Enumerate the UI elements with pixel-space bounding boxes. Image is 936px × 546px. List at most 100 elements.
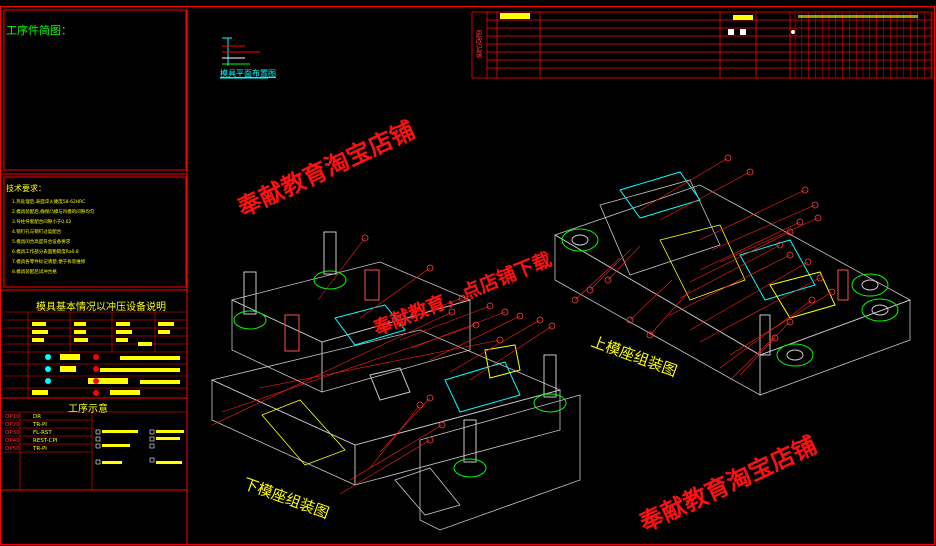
equipment-table-title: 模具基本情况以冲压设备说明 (36, 302, 166, 313)
callout-leader (739, 337, 776, 376)
callout-balloon (571, 296, 579, 304)
callout-leader (719, 217, 819, 263)
op-name: FL-RST (33, 430, 52, 436)
callout-leader (429, 315, 521, 361)
callout-balloon (496, 336, 504, 344)
callout-balloon (746, 168, 754, 176)
callout-balloon (604, 276, 612, 284)
callout-leader (379, 297, 463, 331)
lower-insert-1 (334, 304, 406, 346)
upper-punch-1 (619, 171, 701, 219)
callout-balloon (472, 321, 480, 329)
process-checkboxes (95, 429, 184, 465)
tech-line: 7.模具各零件标记清楚,便于拆装维修 (12, 260, 86, 265)
callout-balloon (724, 154, 732, 162)
key-plan-label: 模具平面布置图 (220, 69, 276, 78)
tech-line: 6.模具工作部分表面粗糙度Ra0.8 (12, 250, 79, 255)
lower-die-base-left (211, 379, 356, 486)
callout-leader (659, 171, 751, 221)
upper-guide-bushing (851, 273, 889, 297)
callout-leader (411, 311, 506, 349)
guide-pillar (243, 271, 257, 315)
callout-balloon (808, 296, 816, 304)
callout-balloon (416, 401, 424, 409)
callout-leader (679, 244, 781, 299)
callout-leader (574, 257, 621, 301)
op-name: REST-CPI (33, 438, 58, 444)
callout-balloon (501, 308, 509, 316)
title-block (471, 11, 933, 79)
op-row: OP40 REST-CPI (5, 437, 57, 445)
upper-punch-4 (769, 271, 836, 319)
callout-balloon (426, 436, 434, 444)
process-table (4, 411, 186, 490)
guide-bushing (453, 458, 487, 478)
op-name: DR (33, 414, 42, 420)
title-block-side-label: 更改记录 (475, 30, 483, 58)
callout-leader (369, 404, 421, 469)
upper-spring (837, 269, 849, 301)
lower-insert-4 (484, 344, 521, 379)
callout-leader (379, 397, 431, 453)
equipment-table (4, 311, 186, 398)
sketch-title: 工序件简图： (6, 24, 72, 37)
callout-balloon (646, 331, 654, 339)
callout-balloon (626, 316, 634, 324)
scrap-chute-2 (394, 467, 461, 516)
lower-die-base-front (354, 389, 561, 486)
callout-leader (221, 324, 477, 413)
upper-guide-hole (861, 279, 879, 291)
guide-pillar (463, 419, 477, 463)
op-code: OP40 (5, 438, 20, 444)
title-block-fills (500, 13, 918, 35)
upper-guide-hole (571, 234, 589, 246)
callout-balloon (804, 258, 812, 266)
callout-balloon (448, 308, 456, 316)
upper-die-assembly (554, 171, 911, 396)
callout-leader (699, 221, 801, 271)
callout-balloon (426, 394, 434, 402)
key-plan-sketch (220, 37, 268, 79)
guide-pillar (543, 354, 557, 398)
callout-leader (719, 299, 813, 369)
callout-leader (689, 231, 791, 283)
op-code: OP20 (5, 422, 20, 428)
op-name: TR-PI (33, 446, 47, 452)
callout-balloon (801, 186, 809, 194)
tech-line: 2.模具装配后,确保凸模与凹模的间隙均匀 (12, 210, 95, 215)
process-table-title: 工序示意 (68, 404, 108, 415)
tech-requirements-list: 1.热处理后,表面淬火硬度58-62HRC 2.模具装配后,确保凸模与凹模的间隙… (12, 198, 184, 278)
callout-leader (689, 261, 809, 331)
callout-leader (607, 245, 641, 281)
upper-punch-3 (739, 239, 816, 301)
callout-balloon (786, 251, 794, 259)
callout-leader (629, 279, 673, 321)
upper-guide-bushing (561, 228, 599, 252)
callout-leader (699, 189, 806, 241)
callout-leader (669, 254, 791, 316)
callout-leader (729, 291, 833, 356)
callout-balloon (438, 421, 446, 429)
op-name: TR-PI (33, 422, 47, 428)
lower-insert-2 (369, 367, 411, 401)
op-code: OP30 (5, 430, 20, 436)
tech-line: 8.模具装配后试冲合格 (12, 270, 57, 275)
callout-leader (711, 204, 816, 251)
callout-balloon (486, 302, 494, 310)
callout-leader (469, 325, 553, 381)
op-row: OP30 FL-RST (5, 429, 57, 437)
callout-leader (339, 439, 431, 495)
guide-pillar (323, 231, 337, 275)
callout-balloon (811, 201, 819, 209)
callout-balloon (796, 218, 804, 226)
spring-post (364, 269, 380, 301)
upper-post (759, 314, 771, 356)
callout-leader (359, 267, 431, 319)
callout-leader (589, 249, 631, 291)
lower-insert-3 (444, 361, 521, 413)
callout-balloon (426, 264, 434, 272)
lower-die-base-block (419, 394, 581, 531)
tech-requirements-title: 技术要求： (6, 184, 46, 193)
